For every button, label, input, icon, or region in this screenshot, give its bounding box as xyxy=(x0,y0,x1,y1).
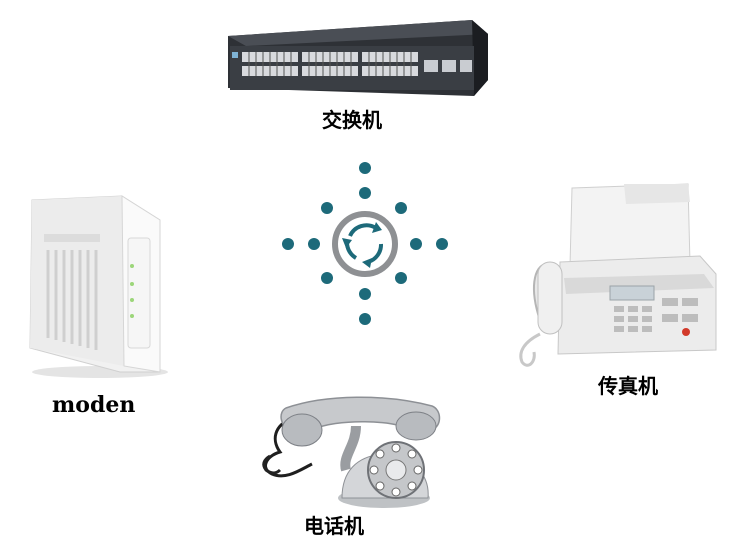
phone-label: 电话机 xyxy=(304,514,364,538)
fax-machine-icon xyxy=(519,183,717,367)
fax-label: 传真机 xyxy=(598,374,658,398)
retro-telephone-icon xyxy=(262,396,441,508)
switch-label: 交换机 xyxy=(322,108,382,132)
modem-icon xyxy=(29,195,168,378)
modem-label: moden xyxy=(52,392,136,418)
network-switch-icon xyxy=(228,20,488,96)
circular-arrows-icon xyxy=(282,162,448,325)
